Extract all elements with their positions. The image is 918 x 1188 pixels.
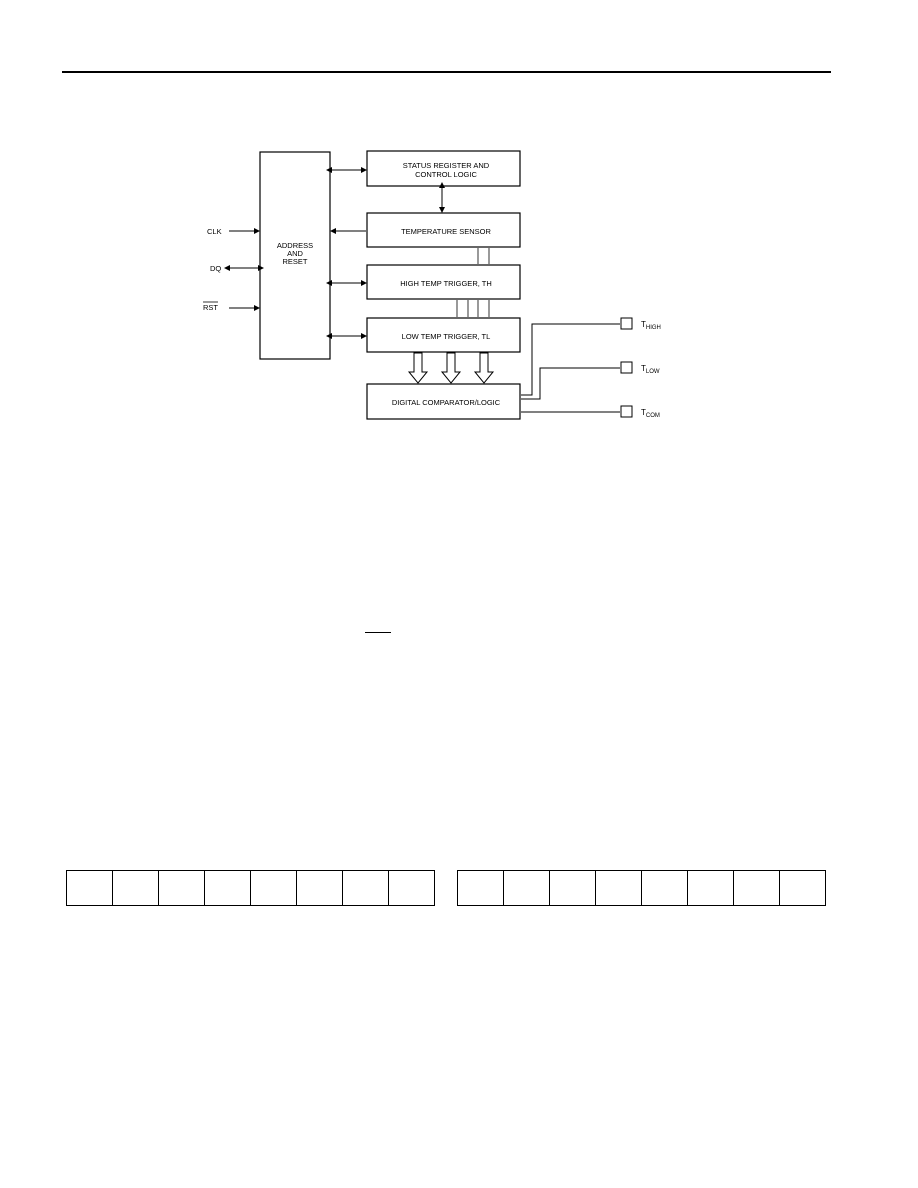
register-cell bbox=[342, 870, 389, 906]
dq-label: DQ bbox=[210, 264, 221, 273]
bus-arrows bbox=[407, 352, 495, 384]
status-register-label-1: STATUS REGISTER AND bbox=[403, 161, 490, 170]
register-cell bbox=[457, 870, 504, 906]
bus-arrow-2 bbox=[440, 352, 462, 384]
block-diagram: ADDRESS AND RESET CLK DQ RST STATUS REGI… bbox=[203, 150, 661, 420]
output-t-low: TLOW bbox=[620, 361, 660, 375]
output-t-high: THIGH bbox=[620, 317, 661, 331]
register-cells-right bbox=[457, 870, 826, 906]
digital-comparator-block: DIGITAL COMPARATOR/LOGIC bbox=[366, 383, 521, 420]
register-cell bbox=[158, 870, 205, 906]
temperature-sensor-block: TEMPERATURE SENSOR bbox=[366, 212, 521, 248]
register-cell bbox=[779, 870, 826, 906]
register-cell bbox=[296, 870, 343, 906]
trace-t-high bbox=[521, 323, 620, 396]
register-cell bbox=[595, 870, 642, 906]
register-cells-left bbox=[66, 870, 435, 906]
status-register-label-2: CONTROL LOGIC bbox=[415, 170, 477, 179]
bus-arrow-1 bbox=[407, 352, 429, 384]
register-cell bbox=[250, 870, 297, 906]
register-cell bbox=[503, 870, 550, 906]
input-dq: DQ bbox=[210, 264, 264, 273]
input-clk: CLK bbox=[207, 227, 260, 236]
status-register-block: STATUS REGISTER AND CONTROL LOGIC bbox=[366, 150, 521, 187]
output-t-com: TCOM bbox=[620, 405, 660, 419]
svg-text:THIGH: THIGH bbox=[641, 320, 661, 331]
high-temp-trigger-label: HIGH TEMP TRIGGER, TH bbox=[400, 279, 492, 288]
and-label: AND bbox=[287, 249, 303, 258]
clk-label: CLK bbox=[207, 227, 222, 236]
register-cell bbox=[204, 870, 251, 906]
register-cell bbox=[549, 870, 596, 906]
register-cell bbox=[687, 870, 734, 906]
reset-label: RESET bbox=[282, 257, 307, 266]
rst-label: RST bbox=[203, 303, 218, 312]
svg-text:TCOM: TCOM bbox=[641, 408, 660, 419]
register-cell bbox=[112, 870, 159, 906]
register-cell bbox=[641, 870, 688, 906]
header-rule bbox=[62, 71, 831, 73]
low-temp-trigger-label: LOW TEMP TRIGGER, TL bbox=[402, 332, 491, 341]
trace-t-low bbox=[521, 367, 620, 400]
register-cell bbox=[388, 870, 435, 906]
svg-text:TLOW: TLOW bbox=[641, 364, 660, 375]
input-rst: RST bbox=[203, 301, 260, 312]
temperature-sensor-label: TEMPERATURE SENSOR bbox=[401, 227, 491, 236]
address-reset-block: ADDRESS AND RESET bbox=[259, 151, 331, 360]
digital-comparator-label: DIGITAL COMPARATOR/LOGIC bbox=[392, 398, 501, 407]
low-temp-trigger-block: LOW TEMP TRIGGER, TL bbox=[366, 317, 521, 353]
high-temp-trigger-block: HIGH TEMP TRIGGER, TH bbox=[366, 264, 521, 300]
register-cell bbox=[733, 870, 780, 906]
bus-arrow-3 bbox=[473, 352, 495, 384]
address-label: ADDRESS bbox=[277, 241, 313, 250]
register-cell bbox=[66, 870, 113, 906]
overbar-mark bbox=[365, 632, 391, 633]
